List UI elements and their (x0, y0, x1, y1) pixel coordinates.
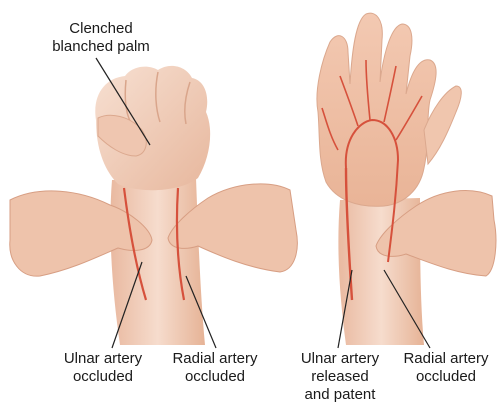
left-examiner-hand-right (167, 183, 298, 273)
left-radial-artery (175, 187, 186, 301)
right-ulnar-artery (344, 167, 354, 301)
label-clenched-palm: Clenched blanched palm (52, 20, 150, 55)
leader-ulnar-left (111, 261, 143, 349)
right-thumb (423, 85, 462, 166)
right-palmar-arch (344, 118, 399, 169)
left-ulnar-artery (122, 187, 148, 301)
right-radial-artery (387, 159, 399, 263)
left-forearm (110, 178, 205, 345)
leader-ulnar-right (337, 269, 353, 349)
left-thumb (97, 114, 147, 157)
label-radial-artery-occluded-left: Radial artery occluded (172, 350, 258, 385)
left-hand-figure (9, 65, 298, 345)
right-hand-figure (316, 12, 497, 345)
label-ulnar-artery-patent: Ulnar artery released and patent (300, 350, 380, 403)
leader-clenched-palm (95, 57, 151, 146)
left-fist (95, 65, 211, 191)
leader-radial-right (383, 269, 431, 349)
right-digital-arteries (321, 59, 423, 151)
right-palm (316, 12, 437, 207)
label-ulnar-artery-occluded: Ulnar artery occluded (63, 350, 143, 385)
leader-lines (95, 57, 431, 349)
label-radial-artery-occluded-right: Radial artery occluded (403, 350, 489, 385)
leader-radial-left (185, 275, 217, 349)
left-examiner-hand-left (9, 190, 153, 277)
